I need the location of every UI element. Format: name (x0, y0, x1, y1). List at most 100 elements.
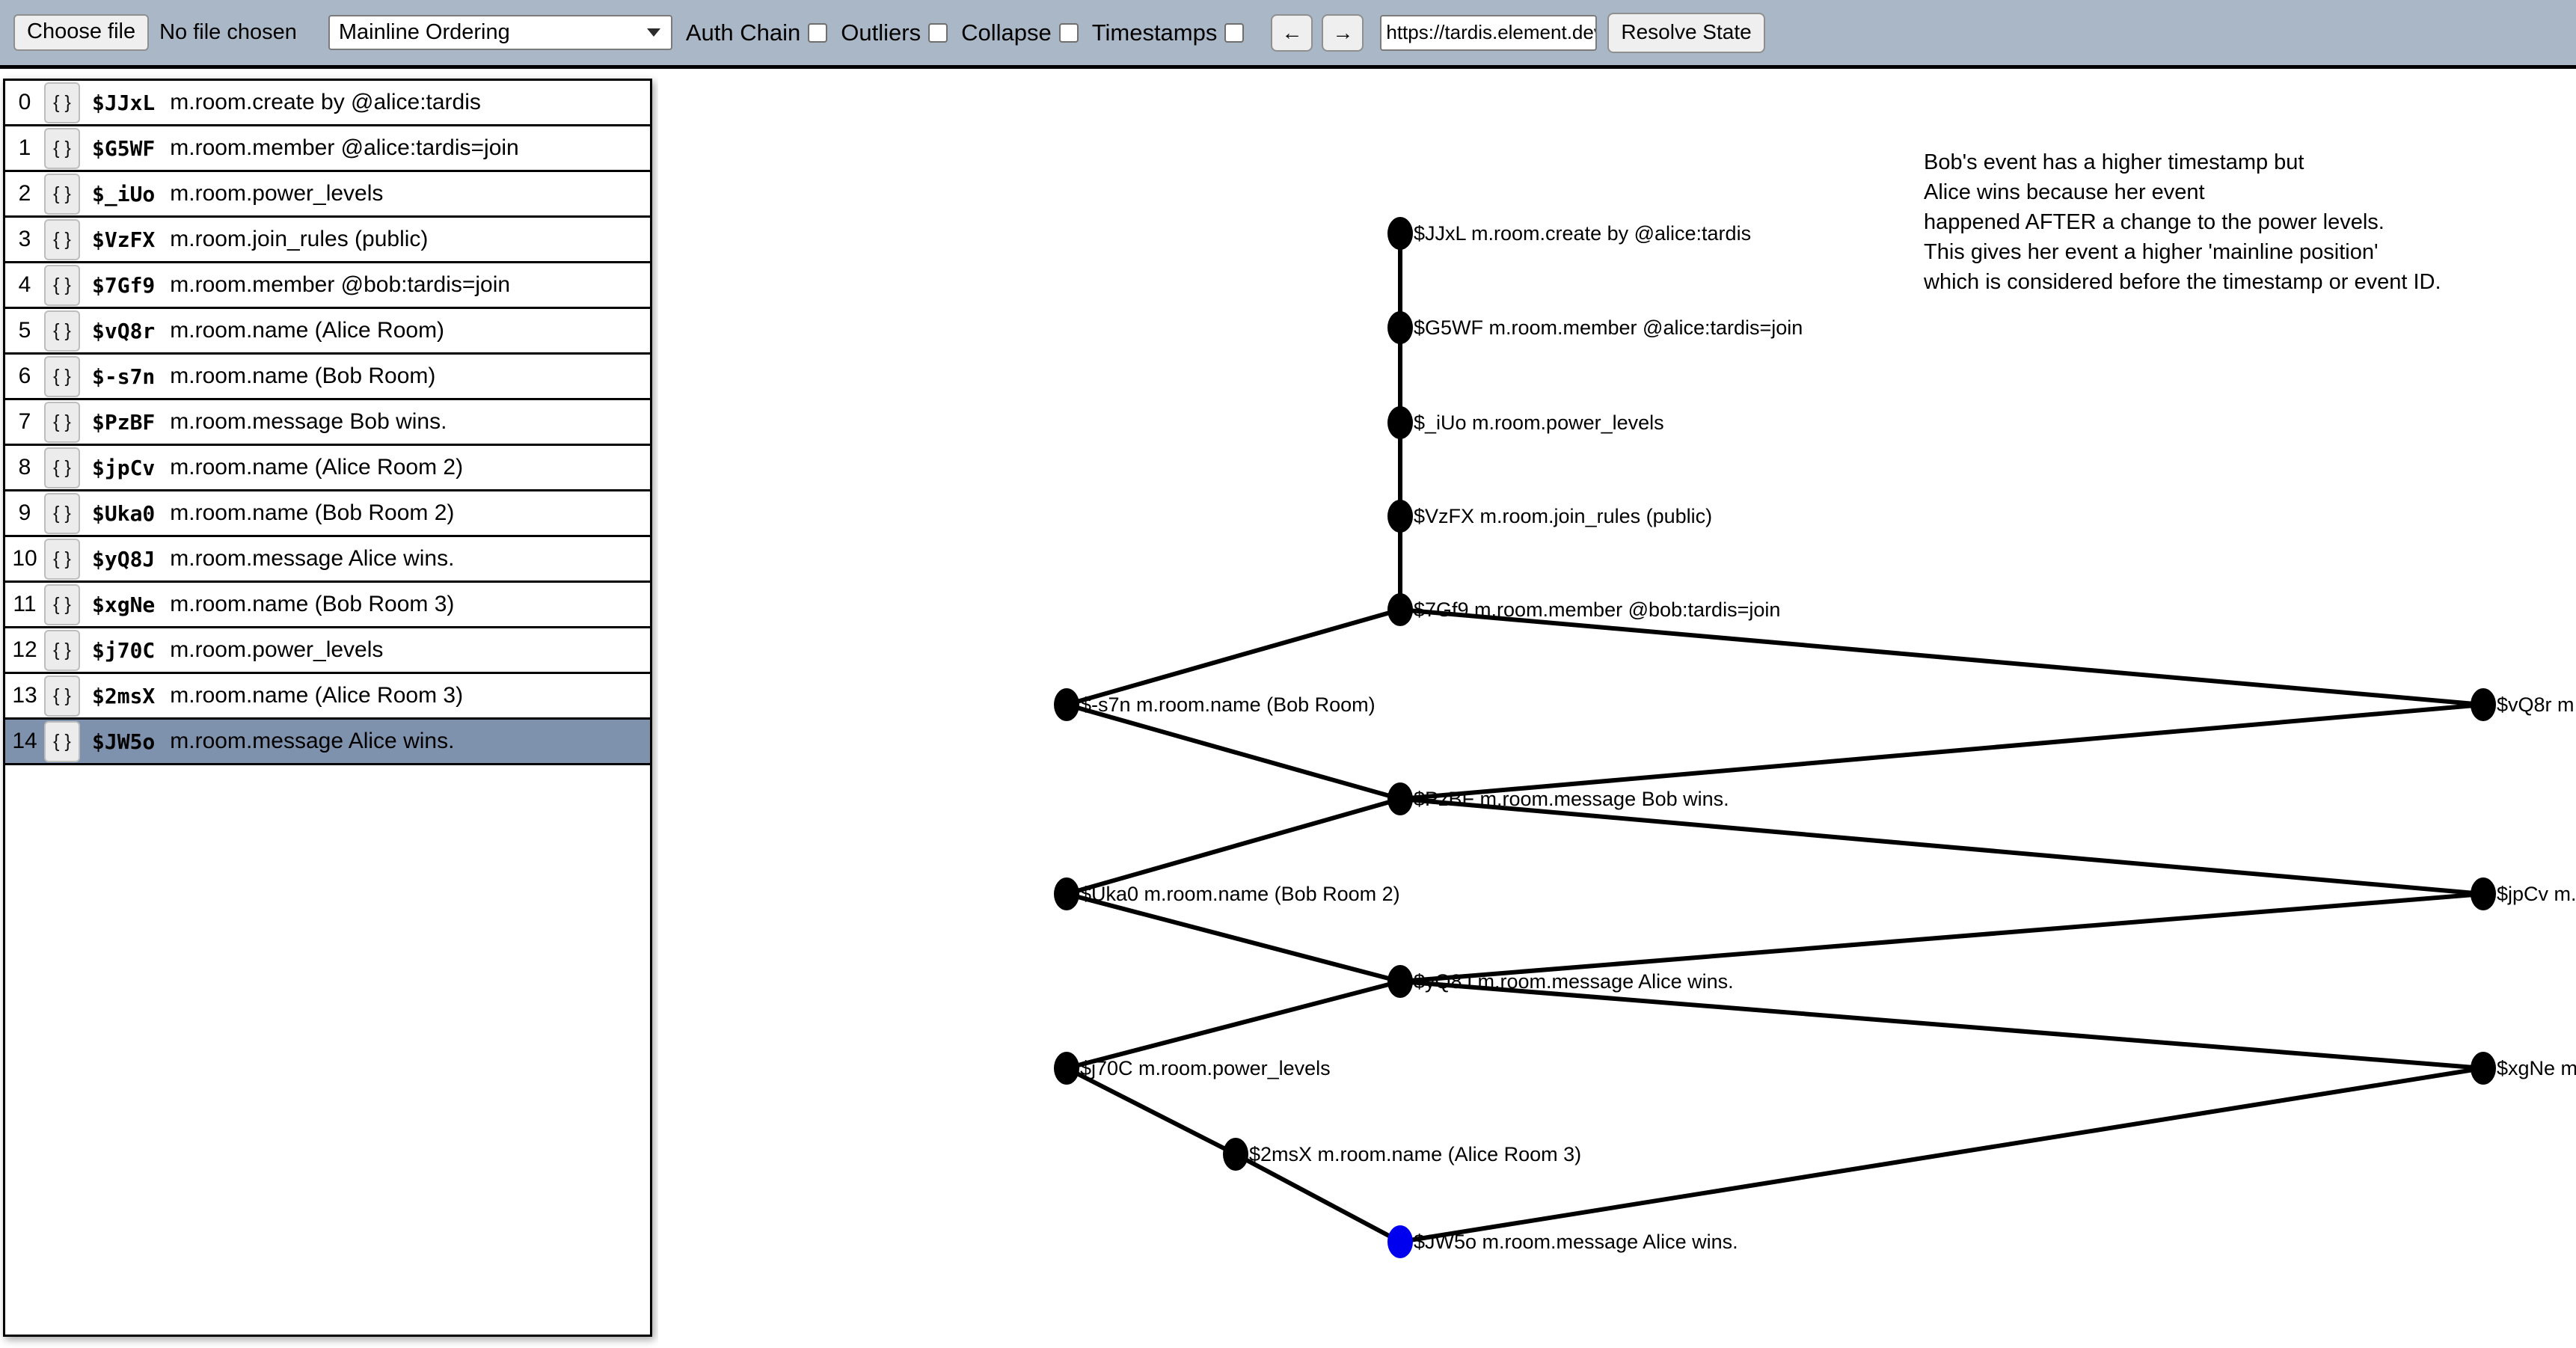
dag-node[interactable] (2471, 877, 2496, 910)
view-json-button[interactable]: { } (44, 127, 80, 169)
view-json-button[interactable]: { } (44, 264, 80, 306)
view-json-button[interactable]: { } (44, 310, 80, 352)
auth-chain-checkbox[interactable] (808, 22, 828, 43)
dag-edge (1399, 892, 2484, 984)
back-button[interactable]: ← (1271, 13, 1313, 52)
event-id: $vQ8r (92, 318, 156, 343)
view-json-button[interactable]: { } (44, 538, 80, 580)
event-index: 5 (18, 318, 31, 343)
resolve-state-button[interactable]: Resolve State (1607, 12, 1765, 53)
view-json-button[interactable]: { } (44, 218, 80, 260)
dag-node-label: $2msX m.room.name (Alice Room 3) (1249, 1143, 1581, 1165)
dag-edge (1399, 607, 2484, 707)
timestamps-checkbox-group[interactable]: Timestamps (1092, 19, 1245, 46)
dag-svg[interactable]: $JJxL m.room.create by @alice:tardis$G5W… (658, 75, 2576, 1348)
dag-node[interactable] (1054, 877, 1079, 910)
dag-canvas[interactable]: $JJxL m.room.create by @alice:tardis$G5W… (658, 75, 2576, 1348)
collapse-checkbox[interactable] (1058, 22, 1079, 43)
file-picker[interactable]: Choose file No file chosen (13, 14, 297, 51)
event-index: 0 (18, 90, 31, 114)
view-json-button[interactable]: { } (44, 82, 80, 123)
event-index: 1 (18, 135, 31, 160)
ordering-select[interactable]: Mainline Ordering (328, 15, 672, 50)
auth-chain-checkbox-group[interactable]: Auth Chain (685, 19, 828, 46)
dag-node[interactable] (1387, 311, 1413, 344)
dag-node[interactable] (1387, 217, 1413, 250)
view-json-button[interactable]: { } (44, 492, 80, 534)
outliers-checkbox-group[interactable]: Outliers (841, 19, 948, 46)
event-description: m.room.member @alice:tardis=join (170, 135, 519, 160)
dag-node[interactable] (1387, 782, 1413, 815)
view-json-button[interactable]: { } (44, 675, 80, 717)
event-id: $Uka0 (92, 500, 156, 526)
dag-node[interactable] (1387, 406, 1413, 439)
forward-button[interactable]: → (1322, 13, 1364, 52)
dag-node-label: $-s7n m.room.name (Bob Room) (1080, 693, 1376, 716)
dag-node[interactable] (2471, 1052, 2496, 1085)
event-id: $yQ8J (92, 546, 156, 572)
dag-edge (1234, 1152, 1402, 1244)
event-description: m.room.message Bob wins. (170, 409, 447, 434)
auth-chain-label: Auth Chain (685, 19, 801, 46)
event-id: $_iUo (92, 181, 156, 206)
event-list-row[interactable]: 1 { } $G5WF m.room.member @alice:tardis=joi… (5, 126, 650, 172)
dag-node-label: $jpCv m.room.name (Alice Room 2) (2497, 883, 2576, 905)
view-json-button[interactable]: { } (44, 355, 80, 397)
event-description: m.room.create by @alice:tardis (170, 90, 481, 114)
homeserver-url-value: https://tardis.element.dev (1386, 21, 1598, 43)
dag-node[interactable] (1223, 1138, 1248, 1171)
dag-nodes[interactable]: $JJxL m.room.create by @alice:tardis$G5W… (1054, 217, 2576, 1258)
dag-node-label: $_iUo m.room.power_levels (1414, 411, 1664, 434)
dag-node[interactable] (2471, 688, 2496, 721)
event-description: m.room.name (Bob Room 3) (170, 592, 455, 616)
dag-edge (1399, 797, 2484, 896)
dag-edge (1399, 702, 2484, 801)
dag-node[interactable] (1054, 688, 1079, 721)
timestamps-checkbox[interactable] (1224, 22, 1245, 43)
event-id: $2msX (92, 683, 156, 708)
dag-edge (1066, 607, 1401, 707)
dag-node-label: $7Gf9 m.room.member @bob:tardis=join (1414, 598, 1780, 621)
dag-node[interactable] (1054, 1052, 1079, 1085)
dag-node-label: $yQ8J m.room.message Alice wins. (1414, 970, 1734, 993)
dag-node[interactable] (1387, 593, 1413, 626)
annotation-line: Bob's event has a higher timestamp but (1924, 150, 2304, 174)
annotation-line: This gives her event a higher 'mainline … (1924, 240, 2379, 264)
choose-file-button[interactable]: Choose file (13, 14, 150, 51)
event-description: m.room.name (Alice Room 2) (170, 455, 464, 480)
dag-node[interactable] (1387, 1225, 1413, 1258)
view-json-button[interactable]: { } (44, 629, 80, 671)
dag-node[interactable] (1387, 965, 1413, 998)
view-json-button[interactable]: { } (44, 720, 80, 762)
event-id: $G5WF (92, 135, 156, 161)
dag-edge (1066, 892, 1401, 984)
view-json-button[interactable]: { } (44, 173, 80, 215)
homeserver-url-input[interactable]: https://tardis.element.dev (1380, 14, 1598, 51)
dag-edge (1399, 979, 2484, 1070)
dag-node[interactable] (1387, 500, 1413, 533)
view-json-button[interactable]: { } (44, 447, 80, 488)
view-json-button[interactable]: { } (44, 583, 80, 625)
event-index: 7 (18, 409, 31, 434)
outliers-checkbox[interactable] (928, 22, 948, 43)
dag-node-label: $JJxL m.room.create by @alice:tardis (1414, 222, 1751, 245)
view-json-button[interactable]: { } (44, 401, 80, 443)
collapse-checkbox-group[interactable]: Collapse (961, 19, 1079, 46)
event-description: m.room.name (Alice Room 3) (170, 683, 464, 708)
annotation-line: happened AFTER a change to the power lev… (1924, 210, 2385, 234)
